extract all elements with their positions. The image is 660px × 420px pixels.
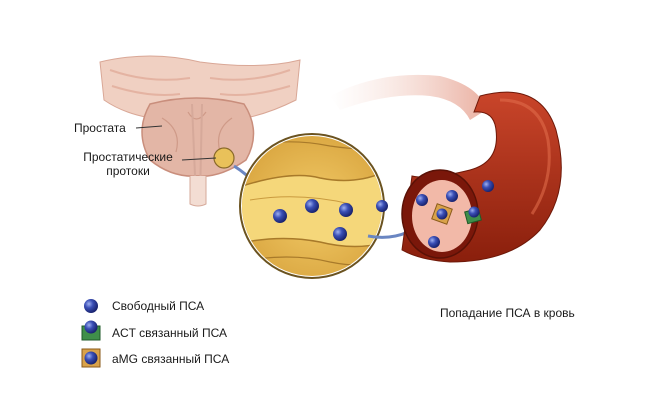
blood-entry-label: Попадание ПСА в кровь <box>440 306 575 320</box>
legend-act-bound-psa-label: ACT связанный ПСА <box>112 326 227 340</box>
amg-bound-psa <box>431 203 453 225</box>
legend-free-psa-label: Свободный ПСА <box>112 299 205 313</box>
legend-amg-bound-psa-label: aMG связанный ПСА <box>112 352 230 366</box>
blood-vessel <box>330 74 562 263</box>
free-psa-sphere <box>333 227 347 241</box>
prostate-label: Простата <box>74 121 126 135</box>
act-bound-psa-icon <box>81 320 101 341</box>
act-bound-psa <box>464 206 482 225</box>
free-psa-sphere <box>273 209 287 223</box>
free-psa-sphere <box>416 194 428 206</box>
ducts-pointer-line <box>181 157 217 161</box>
prostate-pointer-line <box>135 125 163 129</box>
free-psa-icon <box>84 299 98 313</box>
prostate-lobes <box>161 111 233 153</box>
free-psa-sphere <box>482 180 494 192</box>
duct-highlight <box>213 147 235 169</box>
duct-zoom <box>239 133 388 279</box>
free-psa-sphere <box>376 200 388 212</box>
free-psa-sphere <box>446 190 458 202</box>
free-psa-sphere <box>305 199 319 213</box>
prostate-anatomy <box>99 55 301 207</box>
bladder-stripes <box>109 69 291 96</box>
free-psa-sphere <box>428 236 440 248</box>
ducts-label: Простатические протоки <box>83 150 173 178</box>
urethra-tube <box>189 176 207 207</box>
free-psa-sphere <box>339 203 353 217</box>
amg-bound-psa-icon <box>81 348 101 368</box>
